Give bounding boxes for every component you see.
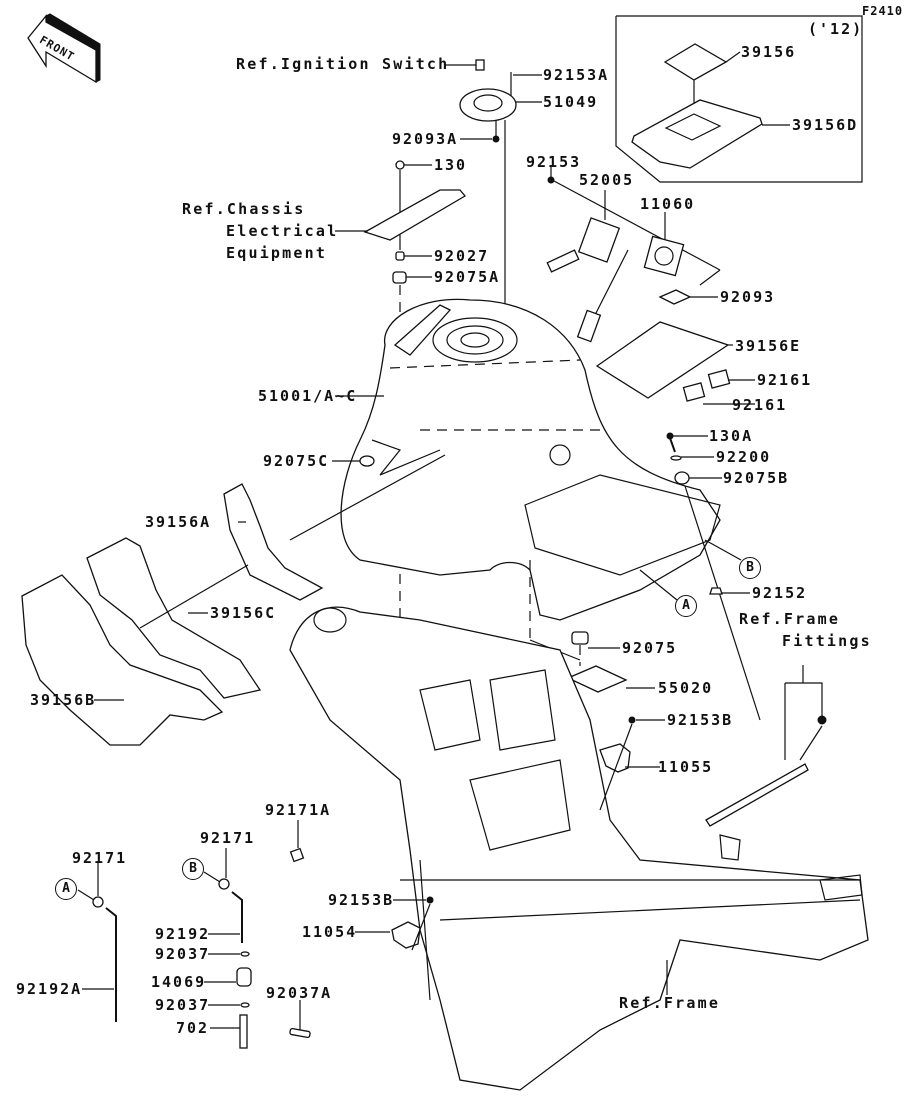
marker-B-hose[interactable]: B [182, 858, 204, 880]
part-callout-39156E[interactable]: 39156E [735, 337, 802, 355]
part-callout-92093A[interactable]: 92093A [392, 130, 459, 148]
part-callout-11055[interactable]: 11055 [658, 758, 714, 776]
part-callout-92027[interactable]: 92027 [434, 247, 490, 265]
part-callout-92153B-upper[interactable]: 92153B [667, 711, 734, 729]
part-callout-92037A[interactable]: 92037A [266, 984, 333, 1002]
part-callout-92152[interactable]: 92152 [752, 584, 808, 602]
part-callout-92093[interactable]: 92093 [720, 288, 776, 306]
insulator-sheets [21, 483, 324, 746]
ref-frame[interactable]: Ref.Frame [619, 994, 721, 1012]
part-callout-92171-B[interactable]: 92171 [200, 829, 256, 847]
part-callout-92192A[interactable]: 92192A [16, 980, 83, 998]
part-callout-11054[interactable]: 11054 [302, 923, 358, 941]
front-arrow-icon [27, 13, 101, 84]
marker-A[interactable]: A [675, 595, 697, 617]
part-callout-92153B-lower[interactable]: 92153B [328, 891, 395, 909]
ref-frame-fittings-line2[interactable]: Fittings [782, 632, 872, 650]
ref-chassis-line2[interactable]: Electrical [226, 222, 339, 240]
part-callout-92153[interactable]: 92153 [526, 153, 582, 171]
inset-box [615, 15, 863, 183]
part-callout-39156[interactable]: 39156 [741, 43, 797, 61]
part-callout-92075C[interactable]: 92075C [263, 452, 330, 470]
ref-chassis-line1[interactable]: Ref.Chassis [182, 200, 306, 218]
part-callout-39156D[interactable]: 39156D [792, 116, 859, 134]
part-callout-92037-upper[interactable]: 92037 [155, 945, 211, 963]
part-callout-92171-A[interactable]: 92171 [72, 849, 128, 867]
part-callout-55020[interactable]: 55020 [658, 679, 714, 697]
part-callout-39156B[interactable]: 39156B [30, 691, 97, 709]
part-callout-92075[interactable]: 92075 [622, 639, 678, 657]
part-callout-52005[interactable]: 52005 [579, 171, 635, 189]
part-callout-92037-lower[interactable]: 92037 [155, 996, 211, 1014]
part-callout-130A[interactable]: 130A [709, 427, 754, 445]
part-callout-39156C[interactable]: 39156C [210, 604, 277, 622]
part-callout-51049[interactable]: 51049 [543, 93, 599, 111]
ref-frame-fittings-line1[interactable]: Ref.Frame [739, 610, 841, 628]
part-callout-51001[interactable]: 51001/A~C [258, 387, 358, 405]
part-callout-11060[interactable]: 11060 [640, 195, 696, 213]
part-callout-92161-upper[interactable]: 92161 [757, 371, 813, 389]
inset-year-label: ('12) [808, 20, 864, 38]
part-callout-92200[interactable]: 92200 [716, 448, 772, 466]
frame-drawing [289, 606, 869, 1091]
ref-ignition-switch[interactable]: Ref.Ignition Switch [236, 55, 450, 73]
part-callout-39156A[interactable]: 39156A [145, 513, 212, 531]
part-callout-92075A[interactable]: 92075A [434, 268, 501, 286]
part-callout-92161-lower[interactable]: 92161 [732, 396, 788, 414]
marker-B[interactable]: B [739, 557, 761, 579]
part-callout-14069[interactable]: 14069 [151, 973, 207, 991]
part-callout-92192[interactable]: 92192 [155, 925, 211, 943]
part-callout-130[interactable]: 130 [434, 156, 468, 174]
part-callout-92171A[interactable]: 92171A [265, 801, 332, 819]
marker-A-hose[interactable]: A [55, 878, 77, 900]
figure-code: F2410 [862, 4, 904, 18]
part-callout-702[interactable]: 702 [176, 1019, 210, 1037]
part-callout-92153A[interactable]: 92153A [543, 66, 610, 84]
ref-chassis-line3[interactable]: Equipment [226, 244, 328, 262]
part-callout-92075B[interactable]: 92075B [723, 469, 790, 487]
fuel-tank-drawing [340, 298, 721, 621]
